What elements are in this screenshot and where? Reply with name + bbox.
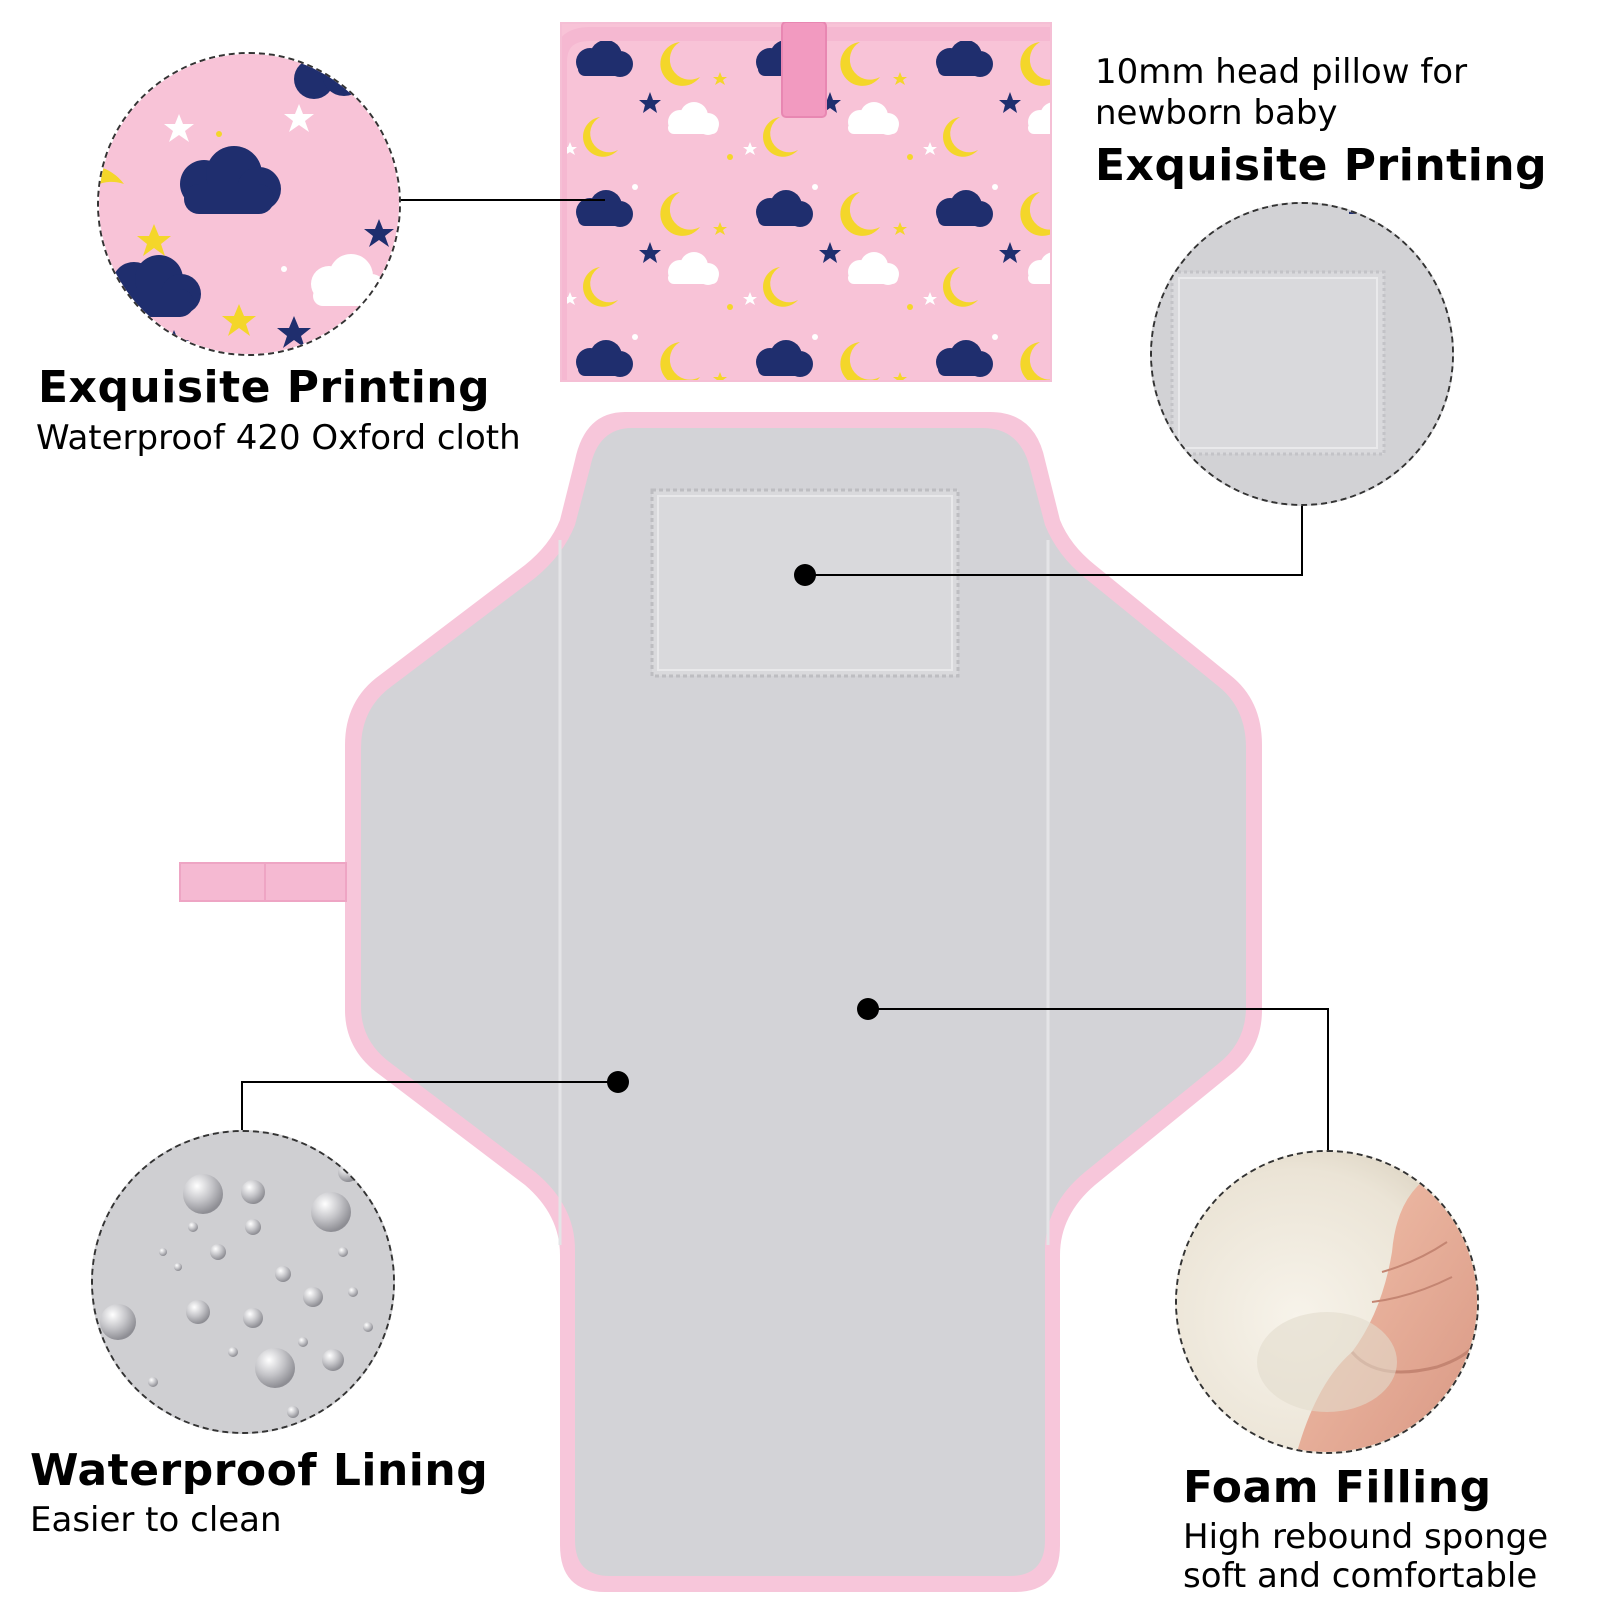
callout-top-left-subtitle: Waterproof 420 Oxford cloth [36, 418, 521, 458]
callout-top-right-title: Exquisite Printing [1095, 140, 1548, 191]
detail-circle-foam [1175, 1150, 1479, 1454]
mat-grey-surface [361, 428, 1246, 1576]
callout-bottom-right-subtitle1: High rebound sponge [1183, 1517, 1549, 1557]
callout-bottom-right-title: Foam Filling [1183, 1462, 1492, 1513]
printed-fabric-pattern [560, 22, 1052, 382]
detail-circle-waterproof [91, 1130, 395, 1434]
velcro-strap [781, 22, 827, 118]
callout-top-left-title: Exquisite Printing [38, 362, 491, 413]
callout-bottom-left-subtitle: Easier to clean [30, 1500, 282, 1540]
callout-top-right-line2: newborn baby [1095, 93, 1338, 133]
side-strap [179, 862, 347, 902]
detail-circle-pillow [1150, 202, 1454, 506]
detail-circle-printing [97, 52, 401, 356]
folded-printed-mat [560, 22, 1052, 382]
callout-bottom-left-title: Waterproof Lining [30, 1445, 489, 1496]
callout-top-right-line1: 10mm head pillow for [1095, 52, 1468, 92]
callout-bottom-right-subtitle2: soft and comfortable [1183, 1556, 1538, 1596]
